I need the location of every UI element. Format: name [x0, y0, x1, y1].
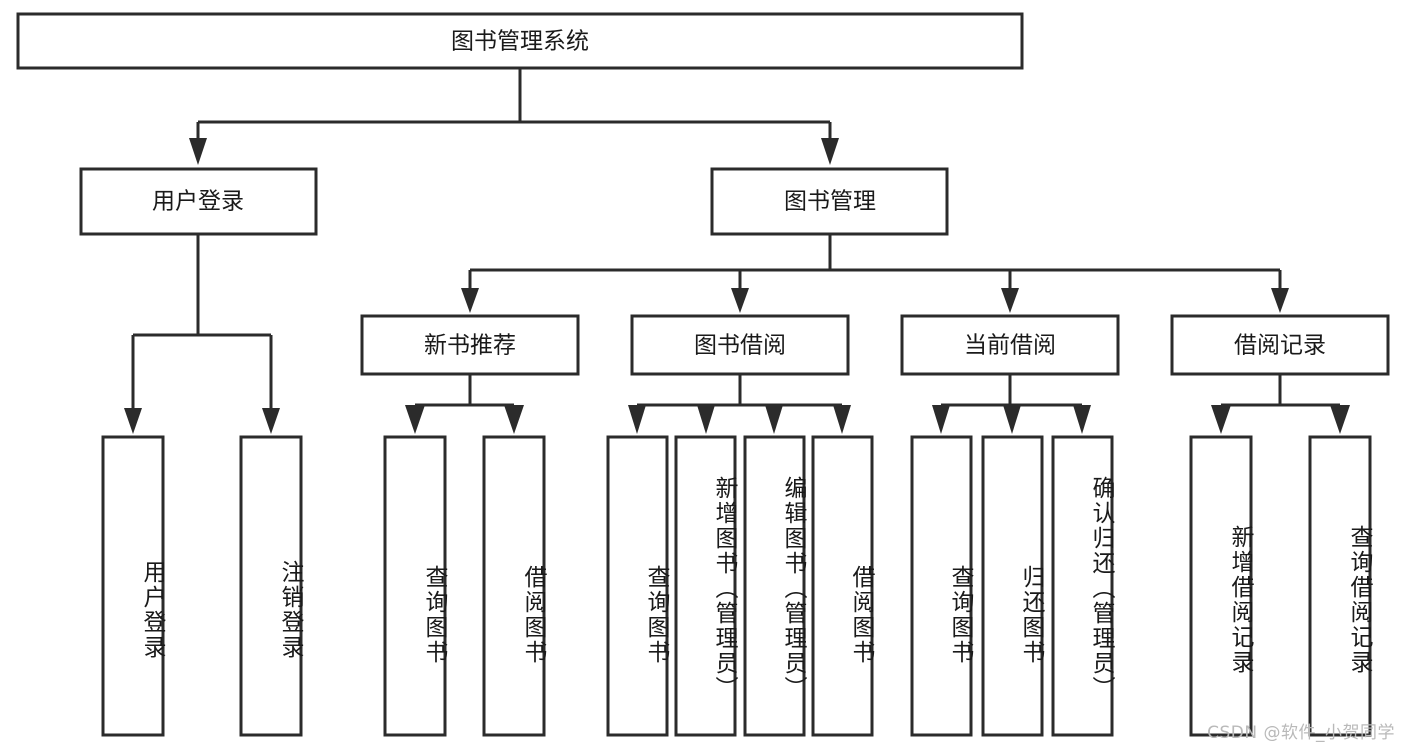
leaf-box-query-book-3[interactable] — [910, 435, 973, 737]
leaf-box-add-record[interactable] — [1189, 435, 1253, 737]
leaf-box-query-record[interactable] — [1308, 435, 1372, 737]
arrowhead-leaf-user-login — [124, 408, 142, 434]
node-user-login-label: 用户登录 — [152, 189, 244, 215]
node-user-login-box[interactable] — [79, 167, 318, 236]
node-borrow-record-label: 借阅记录 — [1234, 333, 1326, 359]
arrowhead-leaf-borrow-book-1 — [504, 405, 524, 434]
node-current-borrow-label: 当前借阅 — [964, 333, 1056, 359]
arrowhead-current-borrow — [1001, 288, 1019, 313]
node-book-manage[interactable]: 图书管理 — [710, 167, 949, 236]
node-borrow-record[interactable]: 借阅记录 — [1170, 314, 1390, 376]
leaf-box-query-book-2[interactable] — [606, 435, 669, 737]
leaf-box-edit-book[interactable] — [743, 435, 806, 737]
node-book-borrow-box[interactable] — [630, 314, 850, 376]
arrowhead-leaf-query-book-3 — [932, 405, 950, 434]
node-book-manage-box[interactable] — [710, 167, 949, 236]
leaf-box-add-book[interactable] — [674, 435, 737, 737]
leaf-box-query-book-1[interactable] — [383, 435, 447, 737]
node-root-box[interactable] — [16, 12, 1024, 70]
leaf-box-return-book[interactable] — [981, 435, 1044, 737]
arrowhead-new-book-rec — [461, 288, 479, 313]
leaf-box-logout[interactable] — [239, 435, 303, 737]
arrowhead-book-manage — [821, 138, 839, 165]
arrowhead-user-login — [189, 138, 207, 165]
csdn-watermark: CSDN @软件_小贺同学 — [1207, 723, 1395, 743]
arrowhead-leaf-return-book — [1003, 405, 1021, 434]
node-book-borrow[interactable]: 图书借阅 — [630, 314, 850, 376]
node-user-login[interactable]: 用户登录 — [79, 167, 318, 236]
node-new-book-rec-box[interactable] — [360, 314, 580, 376]
node-new-book-rec[interactable]: 新书推荐 — [360, 314, 580, 376]
arrowhead-leaf-add-record — [1211, 405, 1231, 434]
arrowhead-leaf-confirm-return — [1073, 405, 1091, 434]
arrowhead-borrow-record — [1271, 288, 1289, 313]
leaf-box-user-login[interactable] — [101, 435, 165, 737]
node-book-borrow-label: 图书借阅 — [694, 333, 786, 359]
leaf-box-confirm-return[interactable] — [1051, 435, 1114, 737]
arrowhead-leaf-query-book-1 — [405, 405, 425, 434]
node-new-book-rec-label: 新书推荐 — [424, 333, 516, 359]
node-current-borrow[interactable]: 当前借阅 — [900, 314, 1120, 376]
leaf-box-borrow-book-1[interactable] — [482, 435, 546, 737]
node-book-manage-label: 图书管理 — [784, 189, 876, 215]
node-borrow-record-box[interactable] — [1170, 314, 1390, 376]
node-root[interactable]: 图书管理系统 — [16, 12, 1024, 70]
leaf-box-layer — [101, 435, 1372, 737]
node-root-label: 图书管理系统 — [451, 29, 589, 55]
leaf-box-borrow-book-2[interactable] — [811, 435, 874, 737]
node-current-borrow-box[interactable] — [900, 314, 1120, 376]
arrowhead-leaf-logout — [262, 408, 280, 434]
arrowhead-leaf-edit-book — [765, 405, 783, 434]
arrowhead-book-borrow — [731, 288, 749, 313]
connector-layer — [124, 68, 1350, 434]
arrowhead-leaf-borrow-book-2 — [833, 405, 851, 434]
arrowhead-leaf-query-book-2 — [628, 405, 646, 434]
arrowhead-leaf-add-book — [697, 405, 715, 434]
arrowhead-leaf-query-record — [1330, 405, 1350, 434]
